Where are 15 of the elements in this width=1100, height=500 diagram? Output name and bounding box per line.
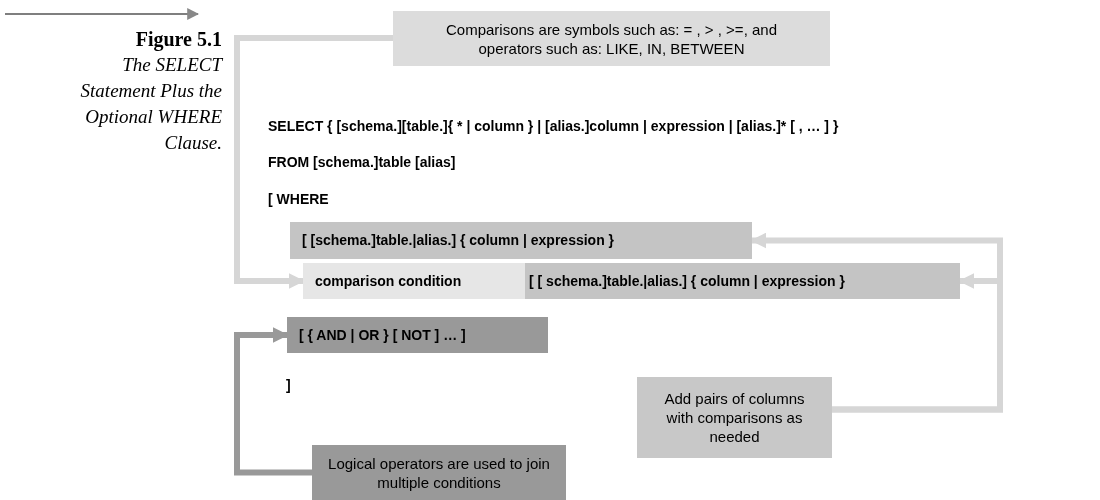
syntax-box: [ { AND | OR } [ NOT ] … ] xyxy=(287,317,548,353)
code-line: SELECT { [schema.][table.]{ * | column } | [alias.]column | expression | [alias.]* [ , … ] } xyxy=(268,117,839,136)
figure-caption: The SELECT Statement Plus the Optional WHERE Clause. xyxy=(79,53,222,155)
code-line: ] xyxy=(286,376,291,395)
callout-box: Logical operators are used to join multiple conditions xyxy=(312,445,566,500)
callout-box: Add pairs of columns with comparisons as needed xyxy=(637,377,832,458)
figure-title: Figure 5.1 xyxy=(134,27,222,52)
code-line: FROM [schema.]table [alias] xyxy=(268,153,456,172)
callout-box: Comparisons are symbols such as: = , > , >=, and operators such as: LIKE, IN, BETWEEN xyxy=(393,11,830,66)
code-line: [ WHERE xyxy=(268,190,329,209)
connector-arrow xyxy=(234,327,312,476)
syntax-box: [ [schema.]table.|alias.] { column | expression } xyxy=(290,222,752,259)
syntax-box: comparison condition xyxy=(303,263,525,299)
connector-arrow xyxy=(234,34,393,289)
syntax-box: [ [ schema.]table.|alias.] { column | expression } xyxy=(525,263,960,299)
